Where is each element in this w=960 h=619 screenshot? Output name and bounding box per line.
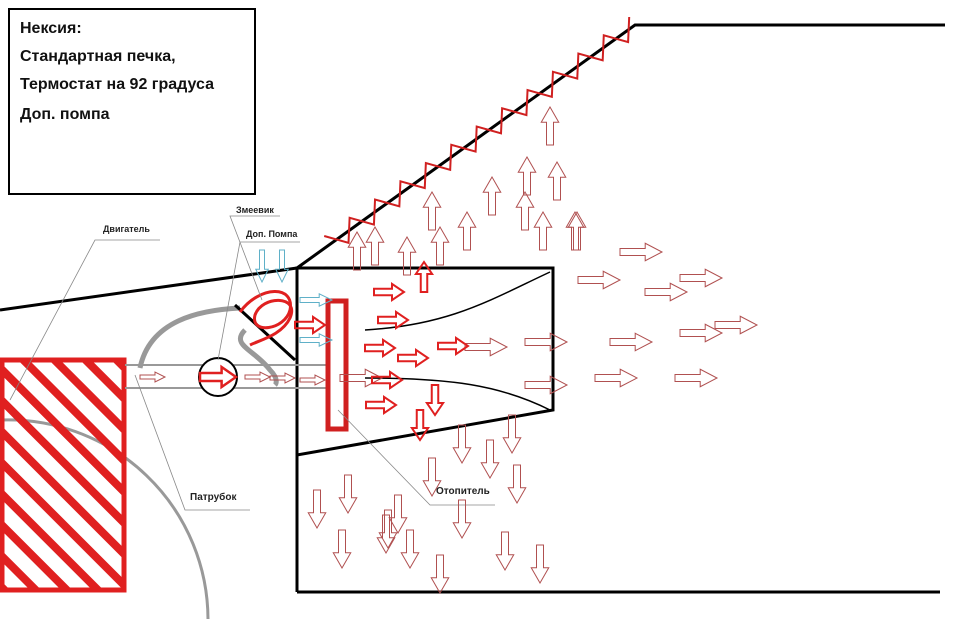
airflow-arrow	[347, 230, 367, 271]
label-heater: Отопитель	[436, 486, 490, 497]
airflow-arrow	[430, 225, 450, 266]
airflow-arrow	[577, 270, 622, 290]
airflow-arrow	[609, 332, 654, 352]
info-box: Нексия: Стандартная печка, Термостат на …	[8, 8, 256, 195]
coil	[238, 290, 294, 347]
airflow-arrow	[377, 309, 410, 331]
airflow-arrow	[299, 292, 334, 308]
airflow-arrow	[515, 190, 535, 231]
airflow-arrow	[517, 155, 537, 196]
engine-block	[0, 357, 127, 593]
label-coil: Змеевик	[236, 205, 274, 215]
airflow-arrow	[524, 375, 569, 395]
airflow-arrow	[540, 105, 560, 146]
airflow-arrow	[397, 347, 430, 369]
leader-coil	[229, 215, 280, 301]
airflow-arrow	[198, 364, 239, 390]
info-line-1: Стандартная печка,	[20, 48, 176, 65]
airflow-arrow	[364, 337, 397, 359]
airflow-arrow	[338, 474, 358, 515]
airflow-arrow	[533, 210, 553, 251]
airflow-arrows	[139, 105, 759, 595]
label-engine: Двигатель	[103, 224, 150, 234]
airflow-arrow	[567, 210, 587, 251]
airflow-arrow	[674, 368, 719, 388]
windshield-zigzag	[323, 16, 631, 245]
airflow-arrow	[299, 332, 334, 348]
airflow-arrow	[400, 529, 420, 570]
coil-hose	[237, 328, 279, 387]
airflow-arrow	[524, 332, 569, 352]
label-extra-pump: Доп. Помпа	[246, 229, 298, 239]
airflow-arrow	[373, 281, 406, 303]
airflow-arrow	[274, 249, 290, 284]
airflow-arrow	[565, 210, 585, 251]
airflow-arrow	[430, 554, 450, 595]
airflow-arrow	[619, 242, 664, 262]
airflow-arrow	[530, 544, 550, 585]
airflow-arrow	[452, 499, 472, 540]
airflow-arrow	[299, 374, 327, 386]
airflow-arrow	[679, 323, 724, 343]
airflow-arrow	[332, 529, 352, 570]
airflow-arrow	[371, 369, 404, 391]
airflow-arrow	[464, 337, 509, 357]
airflow-arrow	[307, 489, 327, 530]
return-hose	[137, 305, 241, 369]
airflow-arrow	[244, 371, 272, 383]
duct-curve-bottom	[364, 377, 551, 411]
leader-pipe	[134, 374, 250, 511]
label-pipe: Патрубок	[190, 492, 237, 503]
coil-bracket	[233, 303, 297, 362]
airflow-arrow	[547, 160, 567, 201]
airflow-arrow	[254, 249, 270, 284]
info-line-3: Доп. помпа	[20, 106, 110, 123]
info-line-2: Термостат на 92 градуса	[20, 76, 214, 93]
airflow-arrow	[139, 371, 167, 383]
airflow-arrow	[378, 509, 398, 550]
airflow-arrow	[422, 190, 442, 231]
airflow-arrow	[269, 372, 297, 384]
airflow-arrow	[294, 314, 327, 336]
airflow-arrow	[482, 175, 502, 216]
airflow-arrow	[502, 414, 522, 455]
airflow-arrow	[495, 531, 515, 572]
airflow-arrow	[452, 424, 472, 465]
heater-housing	[295, 266, 555, 457]
airflow-arrow	[679, 268, 724, 288]
hood-line	[0, 266, 298, 312]
airflow-arrow	[365, 394, 398, 416]
extra-pump	[198, 357, 238, 397]
airflow-arrow	[413, 260, 435, 293]
airflow-arrow	[714, 315, 759, 335]
airflow-arrow	[388, 494, 408, 535]
airflow-arrow	[365, 225, 385, 266]
heater-core	[325, 298, 349, 432]
airflow-arrow	[457, 210, 477, 251]
airflow-arrow	[507, 464, 527, 505]
airflow-arrow	[480, 439, 500, 480]
leader-engine	[9, 239, 160, 401]
airflow-arrow	[437, 335, 470, 357]
duct-curve-top	[364, 271, 551, 331]
airflow-arrow	[422, 457, 442, 498]
leader-pump	[217, 241, 300, 361]
airflow-arrow	[409, 409, 431, 442]
leader-heater	[337, 409, 495, 506]
airflow-arrow	[397, 235, 417, 276]
airflow-arrow	[594, 368, 639, 388]
airflow-arrow	[644, 282, 689, 302]
airflow-arrow	[376, 514, 396, 555]
airflow-arrow	[424, 384, 446, 417]
info-title: Нексия:	[20, 20, 82, 37]
windshield-line	[296, 23, 945, 270]
